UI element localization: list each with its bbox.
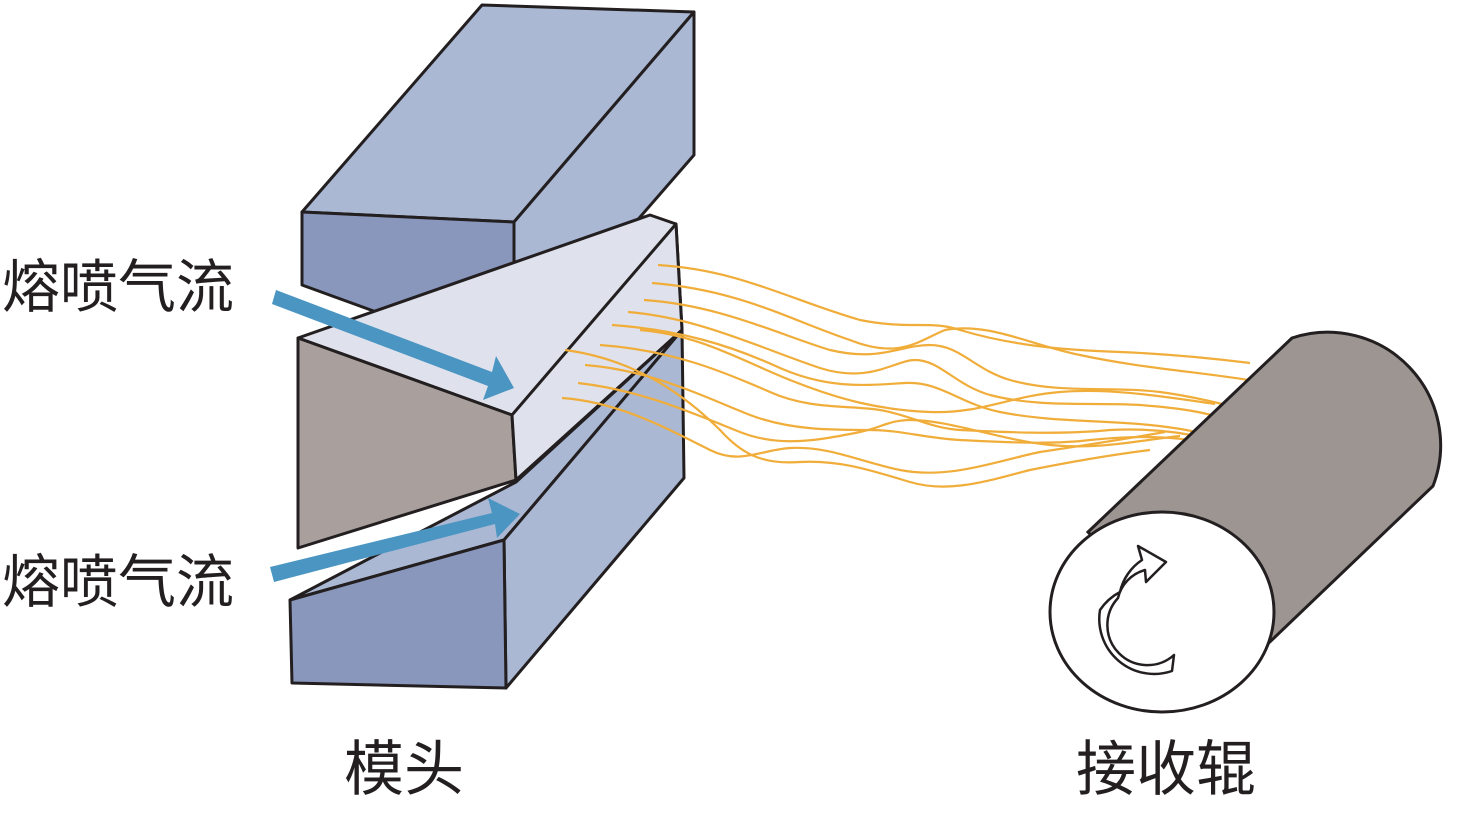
air-flow-arrows bbox=[270, 290, 520, 582]
lower-die-block bbox=[288, 328, 686, 690]
fiber bbox=[657, 263, 1251, 365]
lower-block-front-face bbox=[288, 538, 508, 690]
fiber bbox=[643, 298, 1239, 410]
fiber bbox=[577, 381, 1181, 448]
die-nose bbox=[296, 213, 684, 550]
rotation-arrow-icon bbox=[1098, 544, 1176, 676]
die-head bbox=[288, 3, 696, 690]
fiber bbox=[599, 343, 1206, 440]
fiber bbox=[627, 310, 1229, 422]
fiber-streams bbox=[561, 263, 1251, 488]
air-arrow-bottom-icon bbox=[270, 498, 520, 582]
fiber bbox=[564, 348, 1151, 488]
fiber bbox=[651, 281, 1249, 382]
air-flow-label-top: 熔喷气流 bbox=[2, 253, 235, 321]
fiber bbox=[561, 396, 1166, 474]
fiber bbox=[611, 323, 1221, 440]
fiber bbox=[639, 328, 1216, 414]
air-arrow-top-icon bbox=[272, 290, 514, 400]
roller-end-face bbox=[1048, 510, 1276, 714]
air-flow-label-bottom: 熔喷气流 bbox=[2, 548, 235, 616]
collector-roller-label: 接收辊 bbox=[1076, 735, 1256, 805]
die-label: 模头 bbox=[344, 735, 464, 805]
collector-roller bbox=[1048, 330, 1443, 714]
fiber bbox=[584, 363, 1191, 444]
